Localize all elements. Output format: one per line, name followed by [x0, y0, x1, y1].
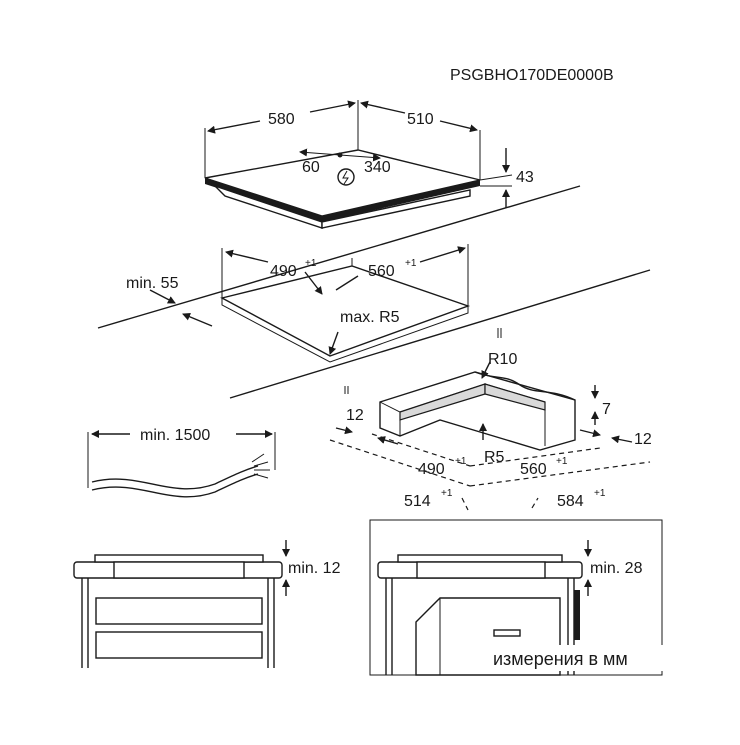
- frame-edge-label: 12: [346, 407, 364, 424]
- cutout-depth-label: 560: [368, 263, 395, 280]
- right-gap-label: min. 28: [590, 560, 643, 577]
- cutout-drawing: 490 +1 560 +1 min. 55 max. R5: [97, 185, 651, 399]
- cable-pos-a-label: 60: [302, 159, 320, 176]
- svg-text:+1: +1: [455, 456, 467, 467]
- cutout-width-label: 490: [270, 263, 297, 280]
- cable-length-label: min. 1500: [140, 427, 210, 444]
- cable-drawing: min. 1500: [87, 427, 276, 498]
- section-left: min. 12: [73, 540, 341, 668]
- units-note: измерения в мм: [493, 649, 628, 669]
- frame-depth-label: 560: [520, 461, 547, 478]
- hob-front-edge: [205, 178, 322, 222]
- hob-thickness-label: 43: [516, 169, 534, 186]
- svg-text:+1: +1: [556, 456, 568, 467]
- svg-text:+1: +1: [594, 488, 606, 499]
- worktop-front-line: [229, 269, 651, 399]
- hob-underside-side: [321, 189, 471, 229]
- hob-width-label: 580: [268, 111, 295, 128]
- left-gap-label: min. 12: [288, 560, 341, 577]
- frame-edge-right-label: 12: [634, 431, 652, 448]
- frame-inner-radius-label: R5: [484, 449, 505, 466]
- frame-drawing: R10 R5 7 12 12 490 +1 560 +1 514 +1 584 …: [329, 351, 652, 511]
- svg-text:+1: +1: [441, 488, 453, 499]
- frame-outer-width-label: 514: [404, 493, 431, 510]
- frame-height-label: 7: [602, 401, 611, 418]
- hob-side-edge: [322, 180, 480, 222]
- frame-outer-depth-label: 584: [557, 493, 584, 510]
- cutout-radius-label: max. R5: [340, 309, 400, 326]
- power-symbol-icon: [337, 168, 355, 186]
- svg-text:+1: +1: [405, 258, 417, 269]
- min-front-distance-label: min. 55: [126, 275, 179, 292]
- frame-outer-radius-label: R10: [488, 351, 517, 368]
- frame-width-label: 490: [418, 461, 445, 478]
- product-code: PSGBHO170DE0000B: [450, 67, 614, 84]
- svg-text:+1: +1: [305, 258, 317, 269]
- hob-drawing: 580 510 60 340 43: [204, 100, 534, 229]
- cable-pos-b-label: 340: [364, 159, 391, 176]
- hob-depth-label: 510: [407, 111, 434, 128]
